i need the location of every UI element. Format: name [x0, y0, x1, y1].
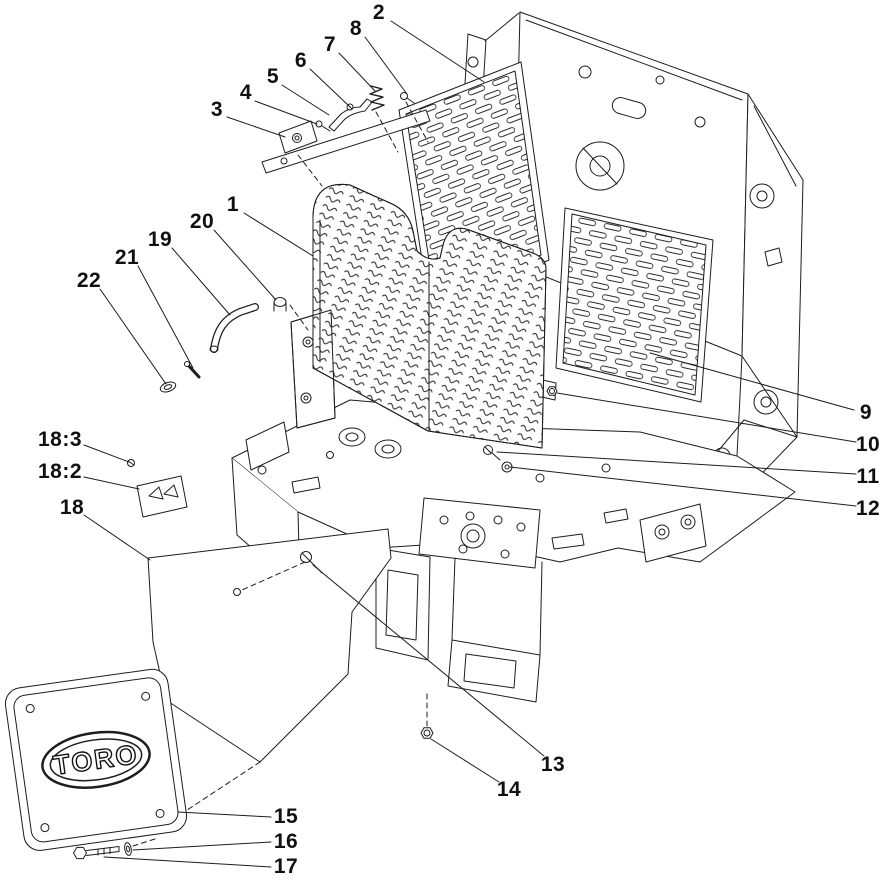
callout-label-16: 16: [273, 830, 299, 853]
warning-decal: [136, 475, 188, 518]
leader-line-7: [338, 52, 376, 92]
leader-line-21: [137, 265, 194, 369]
leader-line-9: [649, 352, 855, 411]
callout-label-4: 4: [239, 81, 253, 104]
callout-label-3: 3: [210, 98, 224, 121]
leader-lines: [83, 20, 857, 868]
leader-line-4: [254, 100, 318, 125]
leader-line-1: [243, 212, 314, 257]
leader-line-12: [509, 466, 857, 507]
cover-washer: [124, 837, 159, 856]
leader-line-2: [390, 20, 485, 83]
cover-bolt: [73, 846, 120, 860]
chassis: [231, 399, 796, 703]
nut-14: [420, 693, 434, 739]
leader-line-16: [132, 841, 272, 851]
leader-line-18: [83, 514, 151, 561]
callout-label-21: 21: [114, 246, 140, 269]
front-grill: [290, 183, 547, 449]
callout-label-12: 12: [855, 497, 881, 520]
callout-label-8: 8: [349, 17, 363, 40]
leader-line-5: [281, 84, 330, 116]
callout-label-2: 2: [372, 1, 386, 24]
leader-line-11: [496, 451, 857, 475]
toro-cover: TORO: [4, 668, 188, 851]
latch-assembly: [261, 85, 431, 187]
callout-label-17: 17: [273, 855, 299, 878]
callout-label-11: 11: [856, 465, 880, 488]
leader-line-17: [103, 856, 272, 868]
bolt-10: [541, 379, 558, 401]
callout-label-22: 22: [76, 269, 102, 292]
leader-line-3: [226, 116, 286, 138]
callout-label-18:3: 18:3: [37, 428, 83, 451]
callout-label-19: 19: [147, 228, 173, 251]
callout-label-13: 13: [540, 753, 566, 776]
callout-label-7: 7: [323, 33, 337, 56]
handle-assembly: [159, 297, 309, 393]
callout-label-10: 10: [855, 433, 881, 456]
callout-label-18: 18: [59, 496, 85, 519]
leader-line-14: [430, 738, 500, 783]
decal-rivet: [127, 459, 135, 467]
callout-label-6: 6: [294, 49, 308, 72]
leader-line-6: [309, 68, 349, 106]
callout-label-15: 15: [273, 805, 299, 828]
leader-line-19: [171, 247, 231, 316]
washer-12: [501, 461, 513, 473]
screw-11: [483, 445, 501, 461]
callout-label-1: 1: [226, 193, 240, 216]
leader-line-15: [177, 811, 272, 818]
callout-label-9: 9: [859, 401, 873, 424]
leader-line-18:2: [83, 476, 140, 490]
leader-line-13: [312, 564, 545, 757]
callout-label-20: 20: [189, 210, 215, 233]
leader-line-18:3: [83, 444, 130, 463]
leader-line-10: [556, 392, 857, 443]
callout-label-18:2: 18:2: [37, 460, 83, 483]
leader-line-8: [364, 36, 408, 95]
callout-label-5: 5: [266, 65, 280, 88]
callout-label-14: 14: [496, 778, 522, 801]
leader-line-20: [213, 229, 277, 301]
side-screen: [555, 207, 714, 403]
leader-line-22: [99, 288, 167, 385]
